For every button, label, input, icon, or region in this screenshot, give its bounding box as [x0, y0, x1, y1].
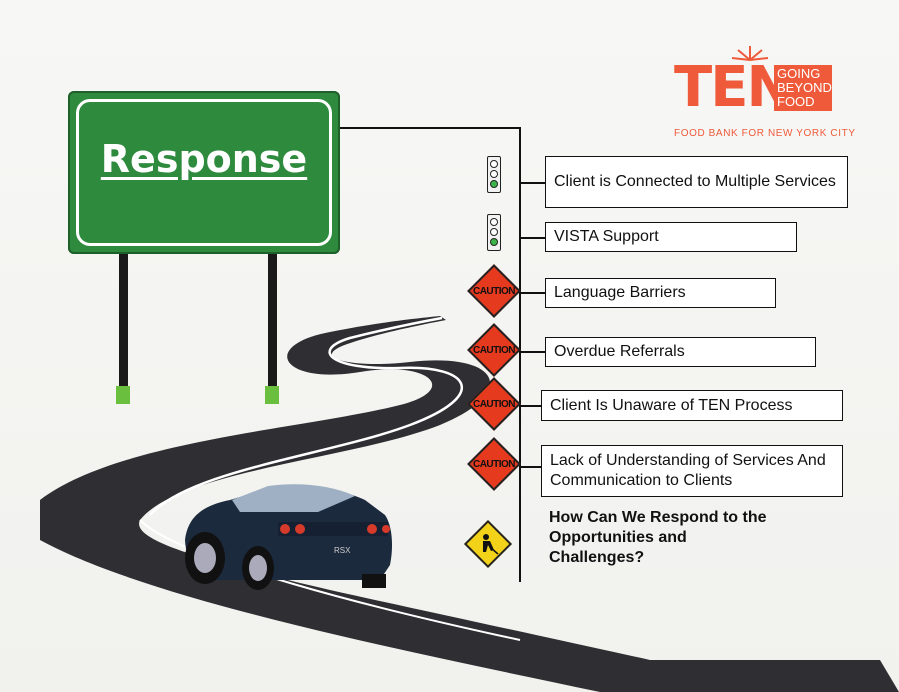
item-connector	[519, 466, 541, 468]
caution-text: CAUTION	[472, 399, 516, 410]
logo-main-text: TEN	[674, 55, 793, 120]
traffic-light-green-icon	[487, 214, 501, 251]
caution-text: CAUTION	[472, 459, 516, 470]
logo-side-box: GOING BEYOND FOOD	[774, 65, 832, 111]
item-box-4: Overdue Referrals	[545, 337, 816, 367]
item-connector	[519, 237, 545, 239]
car-badge: RSX	[334, 546, 351, 555]
sign-post-right	[268, 254, 277, 394]
item-label: Overdue Referrals	[554, 343, 685, 360]
sign-title: Response	[100, 137, 308, 181]
grass-left	[116, 386, 130, 404]
connector-vertical	[519, 127, 521, 582]
sign-border	[76, 99, 332, 246]
caution-text: CAUTION	[472, 345, 516, 356]
car-illustration	[185, 484, 393, 590]
grass-right	[265, 386, 279, 404]
road-edge-line	[139, 519, 521, 641]
item-connector	[519, 405, 545, 407]
item-box-3: Language Barriers	[545, 278, 776, 308]
item-connector	[519, 351, 545, 353]
logo-side-line: BEYOND	[777, 80, 832, 95]
connector-horizontal	[340, 127, 520, 129]
sunburst-icon	[731, 46, 769, 61]
item-label: Language Barriers	[554, 284, 686, 301]
item-label: Lack of Understanding of Services And Co…	[550, 452, 826, 489]
question-label: How Can We Respond to the Opportunities …	[549, 509, 767, 566]
road-center-line	[149, 316, 463, 516]
item-box-6: Lack of Understanding of Services And Co…	[541, 445, 843, 497]
logo-subtitle: FOOD BANK FOR NEW YORK CITY	[674, 128, 856, 139]
road	[40, 316, 899, 692]
ten-logo: TEN GOING BEYOND FOOD FOOD BANK FOR NEW …	[672, 44, 855, 144]
traffic-light-green-icon	[487, 156, 501, 193]
logo-side-line: GOING	[777, 66, 821, 81]
item-label: VISTA Support	[554, 228, 659, 245]
item-label: Client is Connected to Multiple Services	[554, 173, 836, 190]
item-box-1: Client is Connected to Multiple Services	[545, 156, 848, 208]
item-label: Client Is Unaware of TEN Process	[550, 396, 793, 414]
worker-figure-icon	[483, 534, 499, 555]
caution-text: CAUTION	[472, 286, 516, 297]
item-box-2: VISTA Support	[545, 222, 797, 252]
sign-post-left	[119, 254, 128, 394]
question-box: How Can We Respond to the Opportunities …	[541, 509, 791, 566]
logo-side-line: FOOD	[777, 94, 815, 109]
item-box-5: Client Is Unaware of TEN Process	[541, 390, 843, 421]
item-connector	[519, 182, 545, 184]
response-sign: Response	[68, 91, 340, 254]
item-connector	[519, 292, 545, 294]
